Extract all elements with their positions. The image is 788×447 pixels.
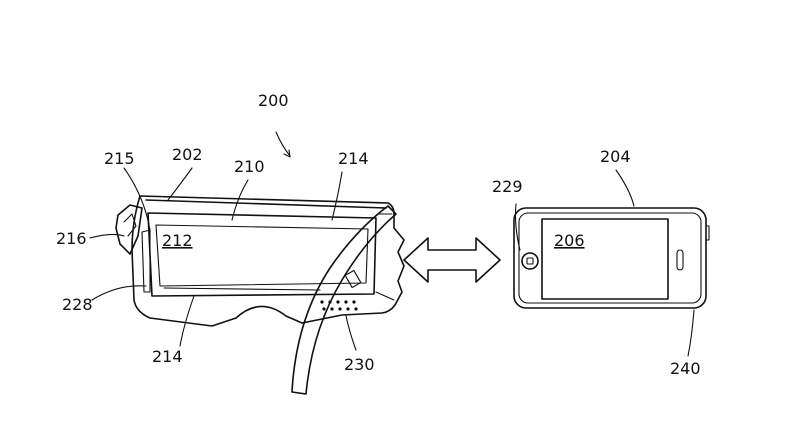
label-216: 216 [56, 229, 87, 248]
headset-frame-bottom [163, 287, 321, 291]
label-212: 212 [162, 231, 193, 250]
leader-arrowhead [283, 149, 291, 158]
double-arrow [403, 237, 501, 283]
label-214-top: 214 [338, 149, 369, 168]
headset-lens-frame [147, 212, 377, 297]
label-202: 202 [172, 145, 203, 164]
label-210: 210 [234, 157, 265, 176]
headset-body-outline [131, 195, 405, 327]
phone-speaker-slot [676, 249, 684, 271]
phone-inner-edge [518, 212, 702, 304]
headset-strap-slot [344, 269, 362, 289]
phone-screen [541, 218, 669, 300]
leader-lines [89, 131, 695, 357]
speaker-grille [320, 300, 358, 311]
label-214-bottom: 214 [152, 347, 183, 366]
headset-left-pad-detail [123, 213, 137, 237]
headset-strap [291, 205, 397, 395]
label-229: 229 [492, 177, 523, 196]
label-206: 206 [554, 231, 585, 250]
headset-left-slot [141, 229, 151, 293]
label-240: 240 [670, 359, 701, 378]
headset-top-rim [145, 199, 387, 209]
phone-side-button [705, 225, 710, 241]
label-228: 228 [62, 295, 93, 314]
headset-right-side [375, 213, 395, 301]
label-200: 200 [258, 91, 289, 110]
phone-home-button [521, 252, 539, 270]
phone [513, 207, 710, 309]
phone-home-button-mark [526, 257, 534, 265]
label-204: 204 [600, 147, 631, 166]
headset-left-pad [115, 204, 143, 255]
headset [115, 195, 405, 395]
phone-body [513, 207, 707, 309]
headset-lens-inner [155, 224, 369, 287]
label-230: 230 [344, 355, 375, 374]
label-215: 215 [104, 149, 135, 168]
